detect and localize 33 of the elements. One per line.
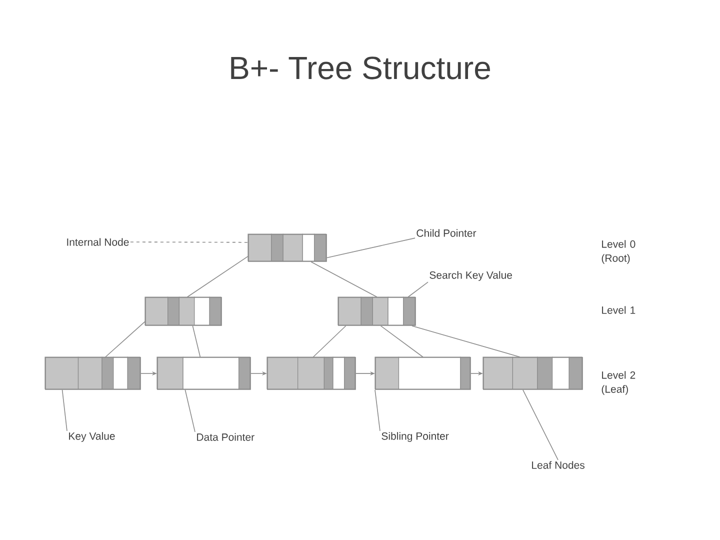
annotation-label: Leaf Nodes [532, 461, 584, 469]
leader-line [326, 238, 416, 258]
title: B+- Tree Structure [231, 56, 490, 80]
tree-node [144, 296, 222, 326]
level-label: Level 2 (Leaf) [602, 371, 636, 395]
leaf-node [156, 356, 251, 390]
annotation-label: Internal Node [67, 238, 129, 246]
tree-edge [380, 326, 424, 358]
leader-line [522, 390, 558, 460]
tree-node [248, 234, 327, 262]
annotation-label: Data Pointer [197, 433, 254, 441]
leader-line [374, 390, 380, 432]
leaf-node [44, 356, 141, 390]
leaf-node [482, 356, 583, 390]
annotation-label: Child Pointer [416, 229, 476, 237]
annotation-label: Search Key Value [430, 271, 512, 281]
tree-edge [412, 326, 520, 358]
leaf-node [374, 356, 471, 390]
tree-edge [105, 321, 146, 358]
tree-edge [310, 262, 378, 298]
level-label: Level 1 [602, 306, 636, 314]
tree-node [338, 296, 416, 326]
leader-line [130, 242, 248, 243]
leader-line [184, 390, 196, 432]
annotation-label: Sibling Pointer [382, 432, 449, 442]
level-label: Level 0 (Root) [602, 240, 636, 264]
tree-edge [192, 326, 201, 358]
leaf-node [266, 356, 356, 390]
leader-line [62, 390, 68, 432]
tree-edge [186, 256, 248, 298]
annotation-label: Key Value [69, 432, 115, 442]
leader-line [408, 282, 428, 298]
tree-edge [312, 326, 346, 358]
